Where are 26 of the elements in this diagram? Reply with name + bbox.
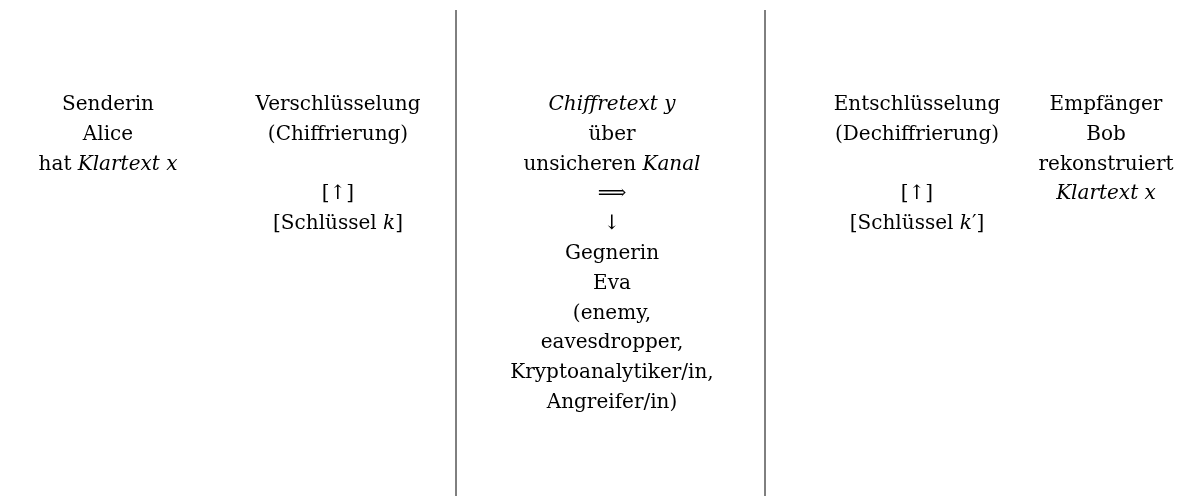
table-text: hat Klartext x [38, 150, 178, 175]
table-text: [Schlüssel k] [273, 210, 403, 235]
table-text: [Schlüssel k′] [849, 210, 985, 235]
table-text: Eva [593, 269, 631, 294]
table-text: ⟹ [597, 180, 627, 205]
table-text: eavesdropper, [540, 329, 684, 354]
table-text: [↑] [321, 180, 355, 205]
table-text: (Dechiffrierung) [834, 120, 1000, 145]
table-text: Klartext x [1056, 180, 1156, 205]
table-text: Gegnerin [564, 240, 660, 264]
table-text: Bob [1086, 120, 1126, 145]
table-text: über [588, 120, 636, 145]
table-text: Kryptoanalytiker/in, [510, 359, 714, 384]
table-text: Empfänger [1049, 91, 1163, 115]
table-text: unsicheren Kanal [523, 150, 701, 175]
table-text: Alice [82, 120, 134, 145]
table-text: (Chiffrierung) [267, 120, 409, 145]
table-text: Chiffretext y [548, 91, 676, 115]
table-text: Senderin [62, 91, 154, 115]
table-text: Entschlüsselung [833, 91, 1001, 115]
table-text: (enemy, [572, 299, 652, 324]
table-text: Verschlüsselung [255, 91, 421, 115]
table-text: Angreifer/in) [546, 389, 678, 413]
table-text: rekonstruiert [1038, 150, 1174, 175]
table-text: [↑] [900, 180, 934, 205]
table-text: ↓ [603, 210, 621, 235]
